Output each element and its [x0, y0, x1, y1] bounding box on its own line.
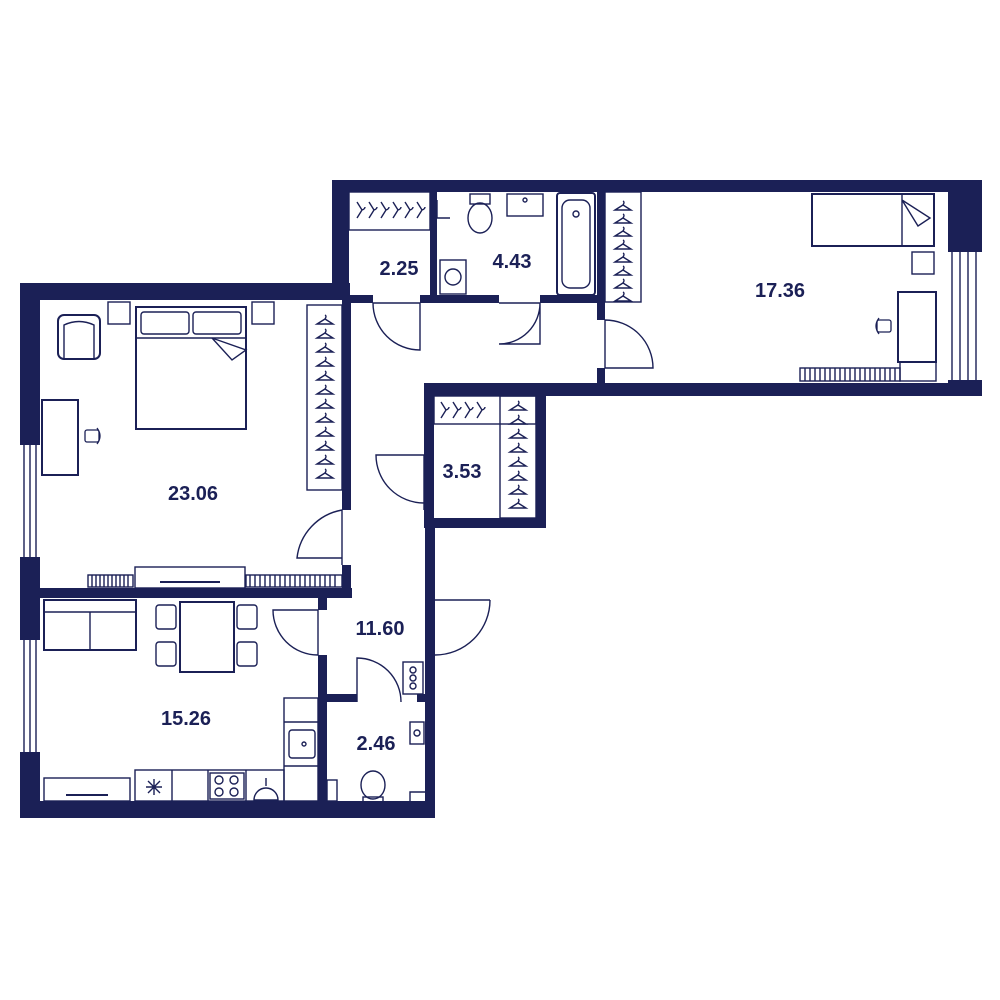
radiator-icon	[799, 361, 937, 382]
gas-meter-icon	[253, 778, 279, 801]
wardrobe-hangers	[604, 191, 642, 303]
closet-small	[348, 191, 450, 231]
sink-icon	[409, 721, 425, 745]
bathroom	[439, 192, 596, 296]
area-label-bedroom-small: 17.36	[755, 280, 805, 302]
snowflake-icon	[146, 779, 162, 795]
desk-icon	[875, 291, 937, 363]
stove-icon	[209, 772, 245, 800]
toilet-icon	[360, 770, 386, 804]
area-label-bathroom: 4.43	[493, 251, 532, 273]
windows	[20, 252, 982, 752]
area-label-toilet: 2.46	[357, 733, 396, 755]
desk-icon	[41, 399, 101, 476]
sofa-icon	[43, 599, 137, 651]
bathtub-icon	[556, 192, 596, 296]
area-label-closet: 2.25	[380, 258, 419, 280]
sink-icon	[506, 193, 544, 217]
hallway	[402, 661, 424, 695]
toilet-icon	[467, 193, 493, 234]
small-bedroom	[604, 191, 937, 382]
double-bed-icon	[135, 306, 248, 430]
area-label-wardrobe: 3.53	[443, 461, 482, 483]
area-labels: 23.06 15.26 11.60 2.25 4.43 17.36 3.53 2…	[161, 251, 805, 755]
radiator-icon	[87, 566, 343, 589]
kitchen-counter	[134, 697, 319, 802]
armchair-icon	[57, 314, 101, 360]
area-label-bedroom-large: 23.06	[168, 483, 218, 505]
wardrobe-room	[433, 395, 537, 519]
kitchen-living	[43, 599, 319, 802]
wardrobe-hangers	[306, 304, 343, 491]
washing-machine-icon	[439, 259, 467, 295]
large-bedroom	[41, 301, 343, 589]
dining-table-icon	[155, 601, 258, 673]
single-bed-icon	[811, 193, 935, 247]
doors	[272, 302, 654, 703]
interior-walls	[40, 192, 605, 801]
area-label-hallway: 11.60	[356, 618, 405, 640]
area-label-kitchen: 15.26	[161, 708, 211, 730]
toilet-room	[326, 721, 425, 804]
